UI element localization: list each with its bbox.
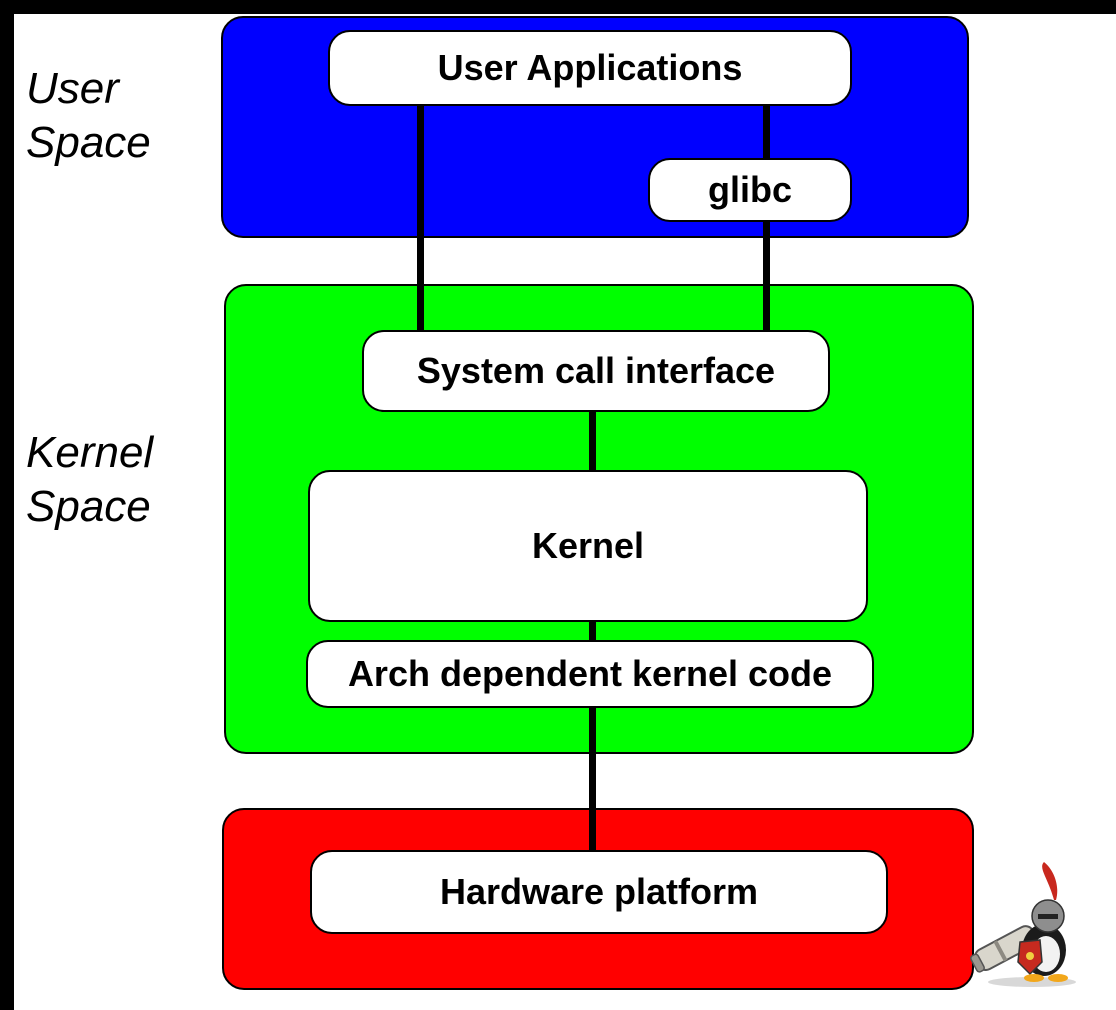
connector-kernel-to-arch bbox=[589, 620, 596, 644]
user-space-label-line1: User bbox=[26, 64, 119, 113]
user-space-label-line2: Space bbox=[26, 118, 151, 167]
connector-syscall-to-kernel bbox=[589, 410, 596, 474]
hardware-platform-label: Hardware platform bbox=[439, 871, 759, 912]
kernel-space-label-line2: Space bbox=[26, 482, 151, 531]
hardware-platform-box: Hardware platform bbox=[310, 850, 888, 934]
user-applications-box: User Applications bbox=[328, 30, 852, 106]
arch-dependent-kernel-code-box: Arch dependent kernel code bbox=[306, 640, 874, 708]
connector-apps-to-glibc bbox=[763, 104, 770, 160]
user-applications-label: User Applications bbox=[437, 47, 743, 88]
connector-apps-to-syscall bbox=[417, 104, 424, 330]
system-call-interface-box: System call interface bbox=[362, 330, 830, 412]
kernel-space-label-line1: Kernel bbox=[26, 428, 154, 477]
glibc-box: glibc bbox=[648, 158, 852, 222]
connector-glibc-to-syscall bbox=[763, 220, 770, 330]
kernel-space-label: Kernel Space bbox=[26, 426, 153, 534]
user-space-label: User Space bbox=[26, 62, 151, 170]
kernel-box: Kernel bbox=[308, 470, 868, 622]
arch-dependent-kernel-code-label: Arch dependent kernel code bbox=[347, 653, 833, 694]
connector-arch-to-hardware bbox=[589, 704, 596, 854]
glibc-label: glibc bbox=[707, 169, 792, 210]
system-call-interface-label: System call interface bbox=[416, 350, 776, 391]
tux-knight-cannon-icon bbox=[970, 862, 1076, 987]
kernel-label: Kernel bbox=[531, 525, 645, 566]
